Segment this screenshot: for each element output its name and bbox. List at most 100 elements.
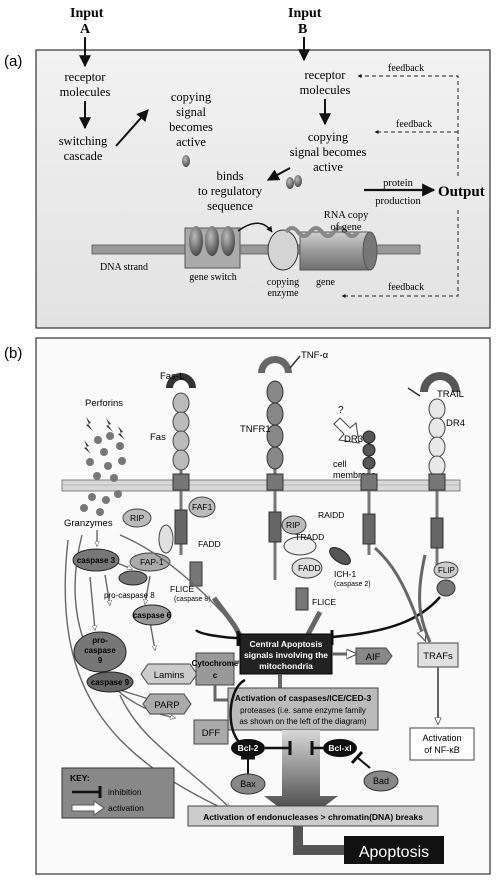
apoptosis-label: Apoptosis xyxy=(359,844,429,861)
rna-copy-l1: RNA copy xyxy=(324,210,369,221)
rip1-label: RIP xyxy=(130,513,145,523)
bad xyxy=(363,770,399,792)
dff-box xyxy=(193,719,229,745)
trail-label: TRAIL xyxy=(437,389,464,400)
dff-label: DFF xyxy=(202,728,221,739)
copying-b-to-binds-arrow xyxy=(266,167,291,181)
ich1-label: ICH-1 xyxy=(334,569,356,579)
protein-l2: production xyxy=(375,196,421,207)
switching-l1: switching xyxy=(59,134,108,148)
caspases-l3: as shown on the left of the diagram) xyxy=(239,717,367,726)
switch-to-enzyme-arrow xyxy=(237,222,273,233)
question-mark: ? xyxy=(338,405,344,416)
caspase6-label: caspase 6 xyxy=(133,611,172,620)
fadd2-label: FADD xyxy=(298,563,321,573)
dr3-label: DR3 xyxy=(344,434,363,445)
parp-label: PARP xyxy=(154,700,179,711)
cell-membrane xyxy=(61,479,461,492)
tradd xyxy=(283,536,317,556)
tnfr1-label: TNFR1 xyxy=(240,424,271,435)
caspase3-label: caspase 3 xyxy=(77,556,116,565)
feedback-label-3: feedback xyxy=(388,282,424,293)
perforin-bolts xyxy=(84,417,125,454)
switching-to-copying-arrow xyxy=(115,109,149,147)
input-b-letter: B xyxy=(298,22,307,37)
bad-label: Bad xyxy=(373,776,389,786)
dr4-label: DR4 xyxy=(446,418,465,429)
dna-strand-label: DNA strand xyxy=(100,262,148,273)
copying-a-l3: becomes xyxy=(169,120,213,134)
input-a-title: Input xyxy=(70,6,104,21)
caspase-3 xyxy=(72,548,120,572)
panel-a-label: (a) xyxy=(4,53,22,70)
dr3-membrane-block xyxy=(360,473,378,491)
lamins-label: Lamins xyxy=(154,670,185,681)
apoptosis-box xyxy=(344,836,444,864)
central-l1: Central Apoptosis xyxy=(250,639,323,649)
signal-molecule-a xyxy=(182,155,190,167)
key-activation: activation xyxy=(108,803,144,813)
flip-label: FLIP xyxy=(438,566,455,575)
fadd-2-shape xyxy=(291,557,323,579)
output-label: Output xyxy=(438,184,485,200)
ich1-sub: (caspase 2) xyxy=(334,581,371,588)
panel-b-label: (b) xyxy=(4,345,22,362)
switch-protein-1 xyxy=(189,226,203,256)
nfkb-l1: Activation xyxy=(422,733,461,743)
flip-box xyxy=(433,561,459,579)
binds-l3: sequence xyxy=(207,199,253,213)
apoptosis-arrow xyxy=(293,826,344,855)
pro-caspase9-l3: 9 xyxy=(98,656,103,665)
copying-a-l4: active xyxy=(176,135,206,149)
rip2-label: RIP xyxy=(286,520,301,530)
switch-protein-3 xyxy=(221,226,235,256)
fap1-label: FAP-1 xyxy=(140,557,164,567)
fas-death-domain xyxy=(174,509,188,545)
switch-protein-2 xyxy=(205,226,219,256)
copying-b-l2: signal becomes xyxy=(290,145,367,159)
fas-l-ligand xyxy=(166,373,196,388)
key-inhibition: inhibition xyxy=(108,787,142,797)
bax xyxy=(230,773,266,795)
caspases-l1: Activation of caspases/ICE/CED-3 xyxy=(235,693,372,703)
faf1-label: FAF1 xyxy=(192,502,213,512)
tnf-alpha-label: TNF-α xyxy=(301,350,329,361)
tnf-alpha-ligand xyxy=(258,356,292,373)
copying-enzyme xyxy=(267,229,299,271)
central-down-arrow xyxy=(264,730,338,824)
feedback-label-2: feedback xyxy=(396,119,432,130)
pro-caspase-8 xyxy=(118,570,148,586)
central-l2: signals involving the xyxy=(244,650,328,660)
bcl-2 xyxy=(231,739,265,757)
faf1 xyxy=(188,496,216,518)
gene-cylinder-end xyxy=(362,231,378,271)
raidd-label: RAIDD xyxy=(318,510,344,520)
fap1-inhibition-line xyxy=(195,628,239,640)
signal-molecule-b1 xyxy=(286,177,294,189)
bcl2-label: Bcl-2 xyxy=(238,743,259,753)
protein-l1: protein xyxy=(383,178,413,189)
dr3-to-trafs-arrow xyxy=(374,546,425,640)
pro-caspase8-label: pro-caspase 8 xyxy=(104,591,155,600)
trail-ligand xyxy=(420,372,460,392)
trafs-label: TRAFs xyxy=(423,651,453,662)
copying-enzyme-l1: copying xyxy=(267,277,299,288)
cell-membrane-l2: membrane xyxy=(333,470,376,480)
caspases-l2: proteases (i.e. same enzyme family xyxy=(240,706,366,715)
flice-2-shape xyxy=(295,587,309,611)
flice1-sub: (caspase 8) xyxy=(174,596,211,603)
lamins-shape xyxy=(140,663,198,685)
pro-caspase9-l2: caspase xyxy=(84,646,116,655)
cell-membrane-l1: cell xyxy=(333,459,347,469)
switching-l2: cascade xyxy=(64,149,103,163)
fas-label: Fas xyxy=(150,432,166,443)
flip-inhibition-line xyxy=(331,596,441,639)
cytochrome-box xyxy=(195,652,235,686)
flip-shape xyxy=(436,579,456,597)
feedback-line-1 xyxy=(357,74,459,176)
copying-a-l2: signal xyxy=(176,105,206,119)
caspase9-label: caspase 9 xyxy=(91,678,130,687)
dr4-death-domain xyxy=(430,517,444,549)
dna-strand xyxy=(91,244,421,255)
